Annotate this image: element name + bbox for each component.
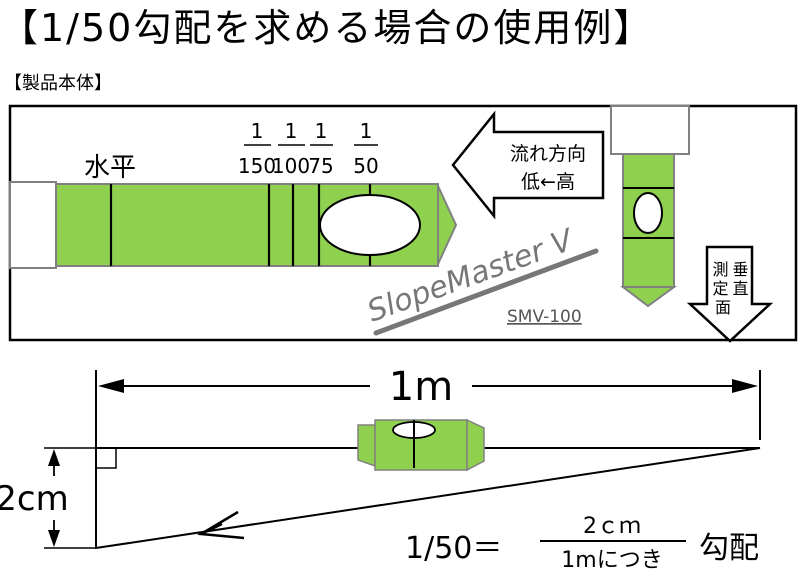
gradient-100-denominator: 100 [272,154,310,178]
gradient-equation: 1/50＝ 2ｃｍ 1mにつき 勾配 [405,514,759,573]
rise-label: 2cm [0,479,69,519]
vertical-level [610,105,690,308]
vertical-tip [620,286,678,308]
section-subtitle: 【製品本体】 [4,73,112,94]
slope-direction-arrow [197,510,245,540]
rise-arrow-top [48,449,60,466]
right-angle-marker [96,448,117,469]
label-horizontal: 水平 [84,153,136,183]
vertical-label-col2-char1: 測 [712,260,728,279]
placed-level [357,418,485,472]
flow-arrow-shape [451,110,605,220]
vertical-end-cap [610,105,690,155]
vertical-label-col2-char3: 面 [715,298,731,317]
vertical-surface-arrow: 垂 直 測 定 面 [686,245,774,343]
equation-left: 1/50＝ [405,531,502,566]
gradient-150-denominator: 150 [238,154,276,178]
vertical-bubble [633,192,663,234]
gradient-100-numerator: 1 [285,119,298,143]
rise-arrow-bottom [48,530,60,547]
vertical-label-col2-char2: 定 [712,279,728,298]
gradient-75-denominator: 75 [308,154,333,178]
vertical-label-col1-char2: 直 [732,279,748,298]
flow-label-direction: 流れ方向 [510,143,586,165]
flow-label-low-high: 低←高 [521,171,575,193]
gradient-150-numerator: 1 [251,119,264,143]
length-label: 1m [389,364,453,410]
gradient-labels: 1 150 1 100 1 75 1 50 [238,119,379,178]
equation-numerator: 2ｃｍ [583,514,641,539]
gradient-50-numerator: 1 [360,119,373,143]
placed-level-left-cap [357,424,376,468]
vertical-label-col1-char1: 垂 [732,260,748,279]
placed-level-right-cap [466,418,485,472]
model-number: SMV-100 [507,307,582,327]
page-title: 【1/50勾配を求める場合の使用例】 [0,6,654,50]
level-tip [437,185,458,265]
level-end-cap [9,181,57,269]
dimension-arrow-left [98,379,124,393]
equation-right: 勾配 [699,531,759,566]
down-arrow-shape [686,245,774,343]
gradient-75-numerator: 1 [315,119,328,143]
brand-swoosh [373,248,599,336]
rise-dimension: 2cm [0,447,96,549]
flow-direction-arrow: 流れ方向 低←高 [451,110,605,220]
length-dimension: 1m [95,364,761,448]
dimension-arrow-right [732,379,758,393]
level-bubble [319,194,421,256]
equation-denominator: 1mにつき [561,548,662,573]
main-level [9,181,458,269]
gradient-50-denominator: 50 [353,154,378,178]
vertical-surface-label: 垂 直 測 定 面 [712,260,753,317]
